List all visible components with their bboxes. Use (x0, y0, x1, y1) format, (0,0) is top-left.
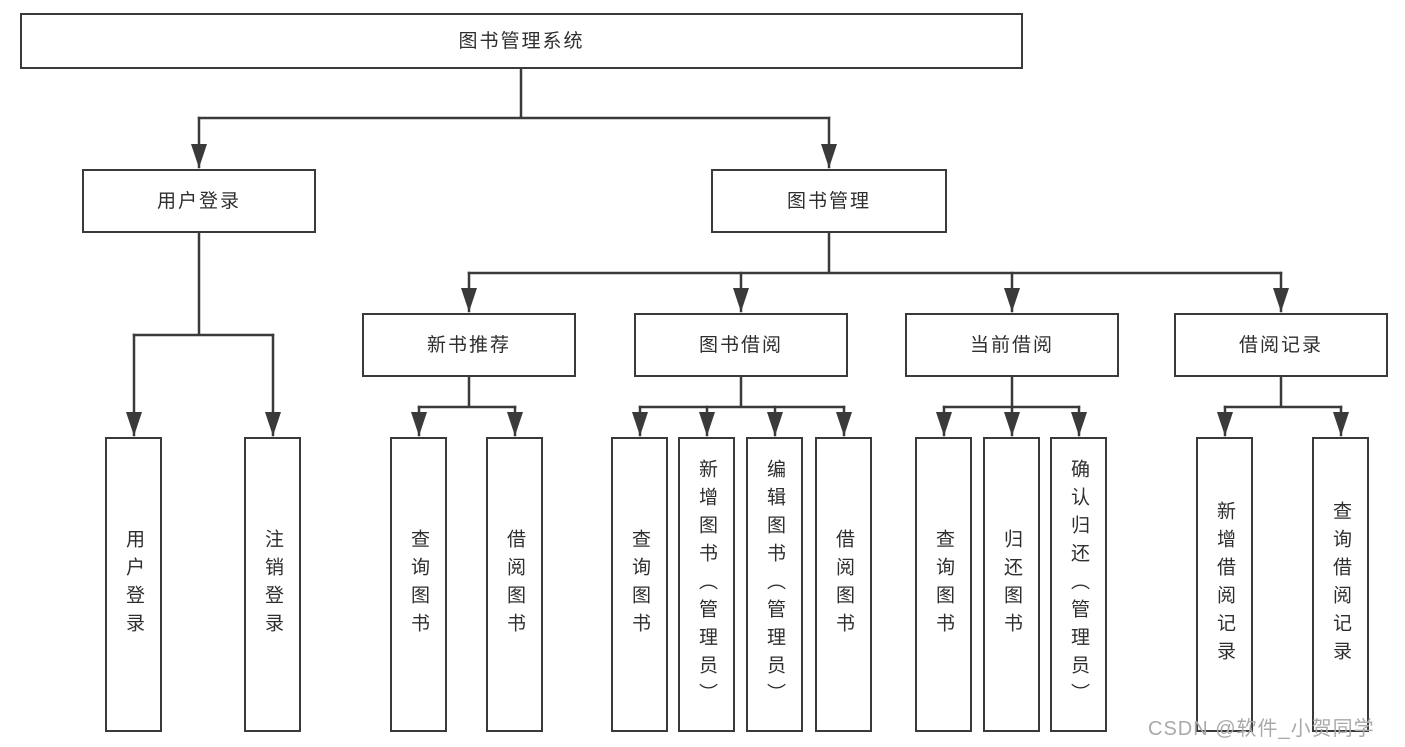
node-current-borrowing: 当前借阅 (905, 313, 1119, 377)
node-borrow-records: 借阅记录 (1174, 313, 1388, 377)
node-book-borrowing: 图书借阅 (634, 313, 848, 377)
node-new-book-recommend: 新书推荐 (362, 313, 576, 377)
node-book-management: 图书管理 (711, 169, 947, 233)
node-user-login: 用户登录 (82, 169, 316, 233)
leaf-current-confirm-return-admin: 确认归还（管理员） (1050, 437, 1107, 732)
csdn-watermark: CSDN @软件_小贺同学 (1148, 718, 1375, 740)
leaf-borrowing-borrow-books: 借阅图书 (815, 437, 872, 732)
node-root-system: 图书管理系统 (20, 13, 1023, 69)
leaf-logout: 注销登录 (244, 437, 301, 732)
leaf-borrowing-edit-books-admin: 编辑图书（管理员） (746, 437, 803, 732)
leaf-current-return-books: 归还图书 (983, 437, 1040, 732)
leaf-borrowing-query-books: 查询图书 (611, 437, 668, 732)
leaf-newbooks-borrow-books: 借阅图书 (486, 437, 543, 732)
leaf-user-login: 用户登录 (105, 437, 162, 732)
leaf-newbooks-query-books: 查询图书 (390, 437, 447, 732)
leaf-borrowing-add-books-admin: 新增图书（管理员） (678, 437, 735, 732)
leaf-records-query-record: 查询借阅记录 (1312, 437, 1369, 732)
leaf-current-query-books: 查询图书 (915, 437, 972, 732)
leaf-records-add-record: 新增借阅记录 (1196, 437, 1253, 732)
